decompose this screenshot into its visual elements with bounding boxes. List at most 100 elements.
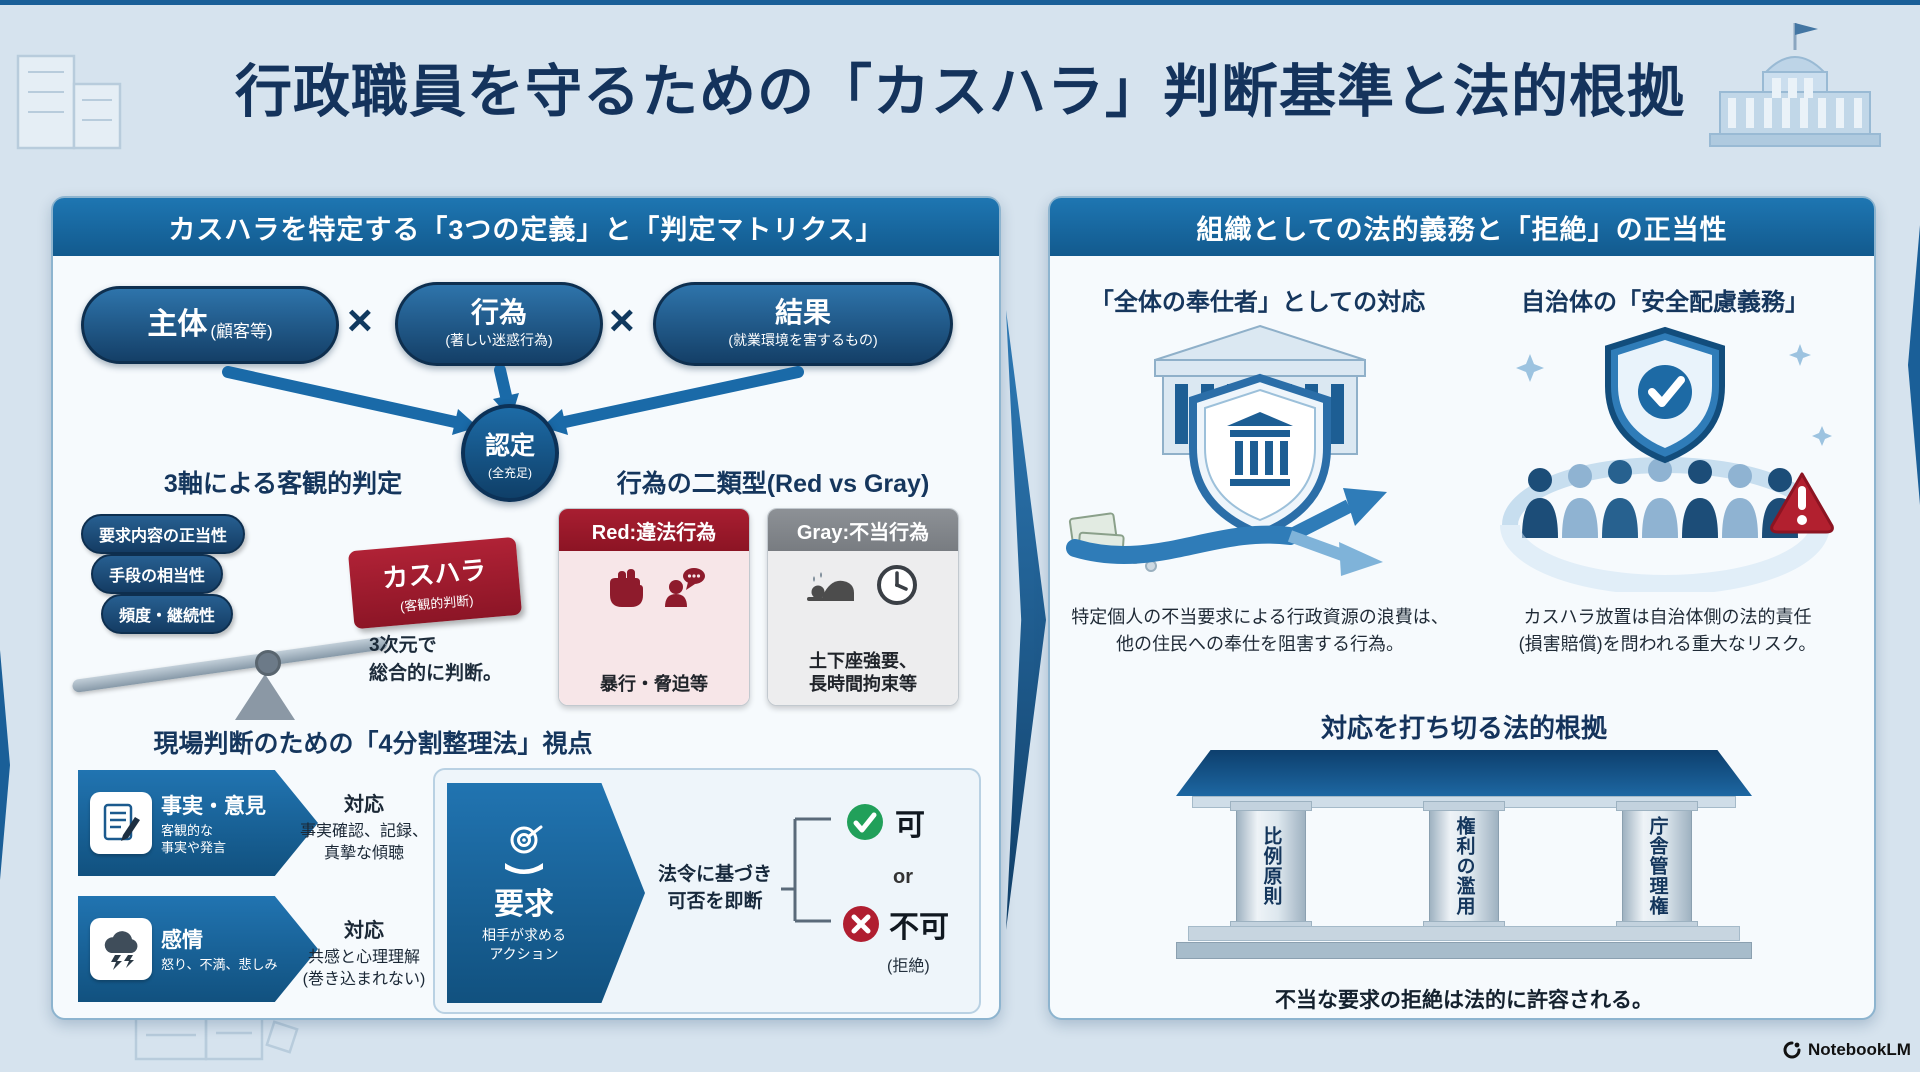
fact-response-title: 対応 (344, 794, 384, 816)
storm-cloud-icon (104, 931, 138, 970)
panel-connector-arrow (1006, 310, 1046, 930)
demand-judge-text: 法令に基づき 可否を即断 (657, 864, 772, 912)
people-group (1522, 458, 1798, 538)
denied-sub: (拒絶) (887, 958, 930, 975)
pill-subject-sub: (顧客等) (210, 321, 273, 341)
emotion-text: 感情 怒り、不満、悲しみ (161, 924, 277, 974)
temple-base-upper (1188, 926, 1740, 941)
pill-result-main: 結果 (774, 296, 831, 328)
kasuhara-label-sub: (客観的判断) (399, 592, 475, 615)
right-panel-header-label: 組織としての法的義務と「拒絶」の正当性 (1196, 214, 1728, 245)
pillar-abuse-of-rights: 権利の濫用 (1423, 801, 1505, 931)
pillar-abuse-of-rights-label: 権利の濫用 (1453, 816, 1475, 916)
safety-caption: カスハラ放置は自治体側の法的責任 (損害賠償)を問われる重大なリスク。 (1518, 607, 1817, 654)
warning-triangle-icon (1770, 472, 1834, 534)
allowed-label: 可 (895, 809, 925, 842)
pillar-proportionality-label: 比例原則 (1260, 826, 1282, 906)
government-shield-illustration (1066, 324, 1387, 576)
branch-bracket (781, 817, 831, 923)
hand-target-icon (505, 825, 543, 875)
pillar-proportionality: 比例原則 (1230, 801, 1312, 931)
axes-section-title: 3軸による客観的判定 (163, 470, 403, 498)
certification-circle: 認定 (全充足) (461, 404, 559, 502)
axis-pill-means: 手段の相当性 (91, 554, 224, 594)
demand-sub: 相手が求める アクション (482, 927, 566, 962)
certification-main: 認定 (484, 431, 535, 460)
fact-icon-box (90, 792, 152, 854)
building-outline-decoration (16, 54, 122, 150)
emotion-icon-box (90, 918, 152, 980)
emotion-label: 感情 (161, 929, 203, 953)
gray-card-caption: 土下座強要、 長時間拘束等 (809, 651, 917, 694)
seesaw-plank (71, 635, 389, 694)
demand-arrow: 要求 相手が求める アクション (447, 783, 645, 1003)
clock-icon (877, 565, 917, 605)
demand-box: 要求 相手が求める アクション 法令に基づき 可否を即断 可 or (433, 768, 981, 1014)
gray-card-icons (807, 563, 919, 607)
demand-label: 要求 (494, 888, 554, 922)
left-panel-header-label: カスハラを特定する「3つの定義」と「判定マトリクス」 (168, 214, 884, 245)
emotion-box: 感情 怒り、不満、悲しみ (78, 896, 318, 1002)
gray-card-header: Gray:不当行為 (768, 509, 958, 551)
gray-card-body: 土下座強要、 長時間拘束等 (768, 551, 958, 705)
pill-act-sub: (著しい迷惑行為) (445, 332, 553, 349)
types-section-title: 行為の二類型(Red vs Gray) (616, 470, 930, 498)
allowed-row: 可 (845, 800, 925, 844)
top-edge-accent (0, 0, 1920, 5)
definition-pill-subject: 主体 (顧客等) (81, 286, 339, 364)
fist-icon (610, 569, 643, 607)
denied-label: 不可 (889, 911, 949, 944)
certification-sub: (全充足) (488, 465, 532, 480)
fact-response: 対応 事実確認、記録、 真摯な傾聴 (297, 788, 431, 864)
temple-base-lower (1176, 942, 1752, 959)
emotion-response-title: 対応 (344, 920, 384, 942)
red-type-card: Red:違法行為 暴行・脅迫等 (558, 508, 750, 706)
axis-pill-legitimacy: 要求内容の正当性 (81, 514, 246, 554)
red-card-icons (601, 563, 707, 609)
seesaw-pivot (255, 650, 281, 676)
emotion-response: 対応 共感と心理理解 (巻き込まれない) (297, 914, 431, 990)
axis-pill-frequency: 頻度・継続性 (101, 594, 234, 634)
denied-row: 不可 (841, 902, 949, 946)
seesaw-fulcrum (235, 674, 295, 720)
safety-shield-illustration (1500, 326, 1834, 592)
axes-note: 3次元で 総合的に判断。 (369, 635, 503, 684)
fact-response-body: 事実確認、記録、 真摯な傾聴 (299, 823, 428, 862)
right-panel: 組織としての法的義務と「拒絶」の正当性 「全体の奉仕者」としての対応 自治体の「… (1048, 196, 1876, 1020)
person-speech-icon (665, 568, 705, 607)
temple-roof (1176, 750, 1752, 796)
pill-result-sub: (就業環境を害するもの) (728, 332, 878, 349)
legal-section-title: 対応を打ち切る法的根拠 (1320, 713, 1607, 743)
right-panel-header: 組織としての法的義務と「拒絶」の正当性 (1050, 198, 1874, 256)
gray-type-card: Gray:不当行為 (767, 508, 959, 706)
pillar-facility-management-label: 庁舎管理権 (1646, 816, 1668, 916)
page-title: 行政職員を守るための「カスハラ」判断基準と法的根拠 (235, 60, 1685, 124)
kasuhara-judgment-label: カスハラ (客観的判断) (347, 536, 523, 630)
kasuhara-label-main: カスハラ (381, 554, 488, 594)
red-card-header: Red:違法行為 (559, 509, 749, 551)
red-card-body: 暴行・脅迫等 (559, 551, 749, 705)
red-card-caption: 暴行・脅迫等 (600, 673, 708, 694)
pill-subject-main: 主体 (147, 308, 208, 342)
footer-brand: NotebookLM (1782, 1040, 1911, 1060)
or-label: or (893, 866, 913, 888)
right-edge-accent (1908, 225, 1920, 505)
legal-pillars-temple: 比例原則 権利の濫用 庁舎管理権 (1176, 750, 1752, 976)
check-circle-icon (847, 804, 883, 840)
legal-caption: 不当な要求の拒絶は法的に許容される。 (1275, 989, 1653, 1012)
multiply-sign-1: × (347, 296, 373, 345)
quadrant-section-title: 現場判断のための「4分割整理法」視点 (153, 730, 593, 758)
fact-sub: 客観的な 事実や発言 (161, 822, 227, 855)
fact-opinion-box: 事実・意見 客観的な 事実や発言 (78, 770, 318, 876)
emotion-response-body: 共感と心理理解 (巻き込まれない) (302, 949, 426, 988)
document-pen-icon (103, 803, 140, 841)
fact-label: 事実・意見 (161, 794, 266, 818)
left-panel-header: カスハラを特定する「3つの定義」と「判定マトリクス」 (53, 198, 999, 256)
pillar-facility-management: 庁舎管理権 (1616, 801, 1698, 931)
multiply-sign-2: × (609, 296, 635, 345)
servant-title: 「全体の奉仕者」としての対応 (1089, 289, 1426, 316)
definition-pill-act: 行為 (著しい迷惑行為) (395, 282, 603, 366)
footer-brand-label: NotebookLM (1808, 1040, 1911, 1059)
emotion-sub: 怒り、不満、悲しみ (161, 957, 278, 973)
